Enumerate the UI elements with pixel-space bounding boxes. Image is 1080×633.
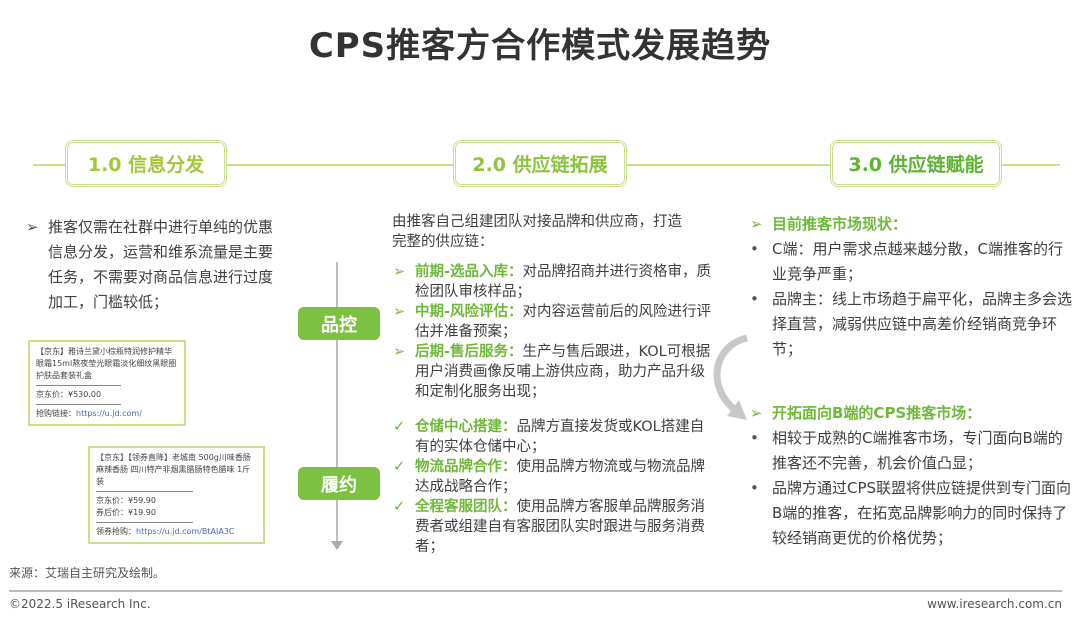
footer-divider <box>9 590 1062 592</box>
qc-head: 后期-售后服务： <box>415 344 523 360</box>
sec2-head-text: 开拓面向B端的CPS推客市场： <box>772 404 982 422</box>
card2-price: 京东价：¥59.90 <box>96 496 156 505</box>
stage-2: 2.0 供应链拓展 <box>453 140 627 187</box>
sec1-item-text: C端：用户需求点越来越分散，C端推客的行业竞争严重； <box>772 240 1063 283</box>
arrow-bullet-icon: ➢ <box>393 304 406 320</box>
sec2-item-text: 品牌方通过CPS联盟将供应链提供到专门面向B端的推客，在拓宽品牌影响力的同时保持… <box>772 479 1072 547</box>
col1-text: ➢ 推客仅需在社群中进行单纯的优惠信息分发，运营和维系流量是主要任务，不需要对商… <box>26 215 274 315</box>
badge-fulfillment: 履约 <box>298 467 380 500</box>
col3-sec1: ➢ 目前推客市场现状： • C端：用户需求点越来越分散，C端推客的行业竞争严重； •… <box>750 212 1073 362</box>
qc-item: ➢ 后期-售后服务：生产与售后跟进，KOL可根据用户消费画像反哺上游供应商，助力产… <box>393 342 715 402</box>
arrow-bullet-icon: ➢ <box>26 218 39 236</box>
card1-link-label: 抢购链接： <box>36 409 76 418</box>
curved-arrow-icon <box>713 334 749 420</box>
badge-quality-control: 品控 <box>298 307 380 340</box>
sec2-item-text: 相较于成熟的C端推客市场，专门面向B端的推客还不完善，机会价值凸显； <box>772 429 1063 472</box>
col2-intro: 由推客自己组建团队对接品牌和供应商，打造完整的供应链： <box>392 214 682 250</box>
check-icon: ✓ <box>393 459 406 475</box>
qc-head: 中期-风险评估： <box>415 304 523 320</box>
card2-title: 【京东】【领券直降】老城南 500g川味香肠麻辣香肠 四川特产非烟熏腊肠特色腊味… <box>96 453 251 486</box>
ff-list: ✓ 仓储中心搭建：品牌方直接发货或KOL搭建自有的实体仓储中心； ✓ 物流品牌合作：… <box>393 417 715 557</box>
ff-item: ✓ 仓储中心搭建：品牌方直接发货或KOL搭建自有的实体仓储中心； <box>393 417 715 457</box>
sec2-item: • 相较于成熟的C端推客市场，专门面向B端的推客还不完善，机会价值凸显； <box>750 426 1072 476</box>
stage-3: 3.0 供应链赋能 <box>830 140 1002 187</box>
stage-1: 1.0 信息分发 <box>65 140 227 187</box>
sec1-item: • C端：用户需求点越来越分散，C端推客的行业竞争严重； <box>750 237 1072 287</box>
check-icon: ✓ <box>393 419 406 435</box>
ff-body: 品牌方直接发货或KOL搭建自有的实体仓储中心； <box>415 419 705 455</box>
arrow-down-icon <box>331 541 343 550</box>
qc-body: 生产与售后跟进，KOL可根据用户消费画像反哺上游供应商，助力产品升级和定制化服务… <box>415 344 711 400</box>
ff-head: 仓储中心搭建： <box>415 419 517 435</box>
check-icon: ✓ <box>393 499 406 515</box>
product-card-2: 【京东】【领券直降】老城南 500g川味香肠麻辣香肠 四川特产非烟熏腊肠特色腊味… <box>88 446 265 544</box>
arrow-bullet-icon: ➢ <box>393 264 406 280</box>
source-note: 来源：艾瑞自主研究及绘制。 <box>9 566 166 580</box>
card2-link-label: 领券抢购： <box>96 527 136 536</box>
bullet-icon: • <box>750 479 759 497</box>
qc-body: 对内容运营前后的风险进行评估并准备预案； <box>415 304 712 340</box>
qc-body: 对品牌招商并进行资格审，质检团队审核样品； <box>415 264 712 300</box>
footer-website[interactable]: www.iresearch.com.cn <box>927 597 1062 611</box>
ff-head: 全程客服团队： <box>415 499 517 515</box>
ff-item: ✓ 物流品牌合作：使用品牌方物流或与物流品牌达成战略合作； <box>393 457 715 497</box>
ff-body: 使用品牌方物流或与物流品牌达成战略合作； <box>415 459 705 495</box>
card1-title: 【京东】雅诗兰黛小棕瓶特润修护精华眼霜15ml熬夜莹光眼霜淡化细纹黑眼圈护肤品套… <box>36 347 177 380</box>
flow-line <box>336 262 338 544</box>
sec1-item-text: 品牌主：线上市场趋于扁平化，品牌主多会选择直营，减弱供应链中高差价经销商竞争环节… <box>772 290 1073 358</box>
footer-copyright: ©2022.5 iResearch Inc. <box>9 597 151 611</box>
card1-price: 京东价：¥530.00 <box>36 390 102 399</box>
card2-coupon-price: 券后价：¥19.90 <box>96 508 156 517</box>
page-title: CPS推客方合作模式发展趋势 <box>308 26 772 66</box>
ff-body: 使用品牌方客服单品牌服务消费者或组建自有客服团队实时跟进与服务消费者； <box>415 499 705 555</box>
bullet-icon: • <box>750 429 759 447</box>
sec2-item: • 品牌方通过CPS联盟将供应链提供到专门面向B端的推客，在拓宽品牌影响力的同时保… <box>750 476 1072 551</box>
arrow-bullet-icon: ➢ <box>393 344 406 360</box>
sec1-head: ➢ 目前推客市场现状： <box>750 212 1072 237</box>
col1-text-body: 推客仅需在社群中进行单纯的优惠信息分发，运营和维系流量是主要任务，不需要对商品信… <box>48 218 274 311</box>
sec1-head-text: 目前推客市场现状： <box>772 215 908 233</box>
qc-item: ➢ 中期-风险评估：对内容运营前后的风险进行评估并准备预案； <box>393 302 715 342</box>
arrow-bullet-icon: ➢ <box>750 215 763 233</box>
arrow-bullet-icon: ➢ <box>750 404 763 422</box>
bullet-icon: • <box>750 240 759 258</box>
sec1-item: • 品牌主：线上市场趋于扁平化，品牌主多会选择直营，减弱供应链中高差价经销商竞争环… <box>750 287 1073 362</box>
product-card-1: 【京东】雅诗兰黛小棕瓶特润修护精华眼霜15ml熬夜莹光眼霜淡化细纹黑眼圈护肤品套… <box>28 340 186 426</box>
bullet-icon: • <box>750 290 759 308</box>
card2-link[interactable]: https://u.jd.com/BtAIA3C <box>136 527 235 536</box>
ff-item: ✓ 全程客服团队：使用品牌方客服单品牌服务消费者或组建自有客服团队实时跟进与服务消… <box>393 497 715 557</box>
card1-link[interactable]: https://u.jd.com/ <box>76 409 142 418</box>
ff-head: 物流品牌合作： <box>415 459 517 475</box>
qc-item: ➢ 前期-选品入库：对品牌招商并进行资格审，质检团队审核样品； <box>393 262 715 302</box>
col3-sec2: ➢ 开拓面向B端的CPS推客市场： • 相较于成熟的C端推客市场，专门面向B端的推客… <box>750 401 1072 551</box>
qc-list: ➢ 前期-选品入库：对品牌招商并进行资格审，质检团队审核样品； ➢ 中期-风险评估：… <box>393 262 715 402</box>
qc-head: 前期-选品入库： <box>415 264 523 280</box>
sec2-head: ➢ 开拓面向B端的CPS推客市场： <box>750 401 1072 426</box>
